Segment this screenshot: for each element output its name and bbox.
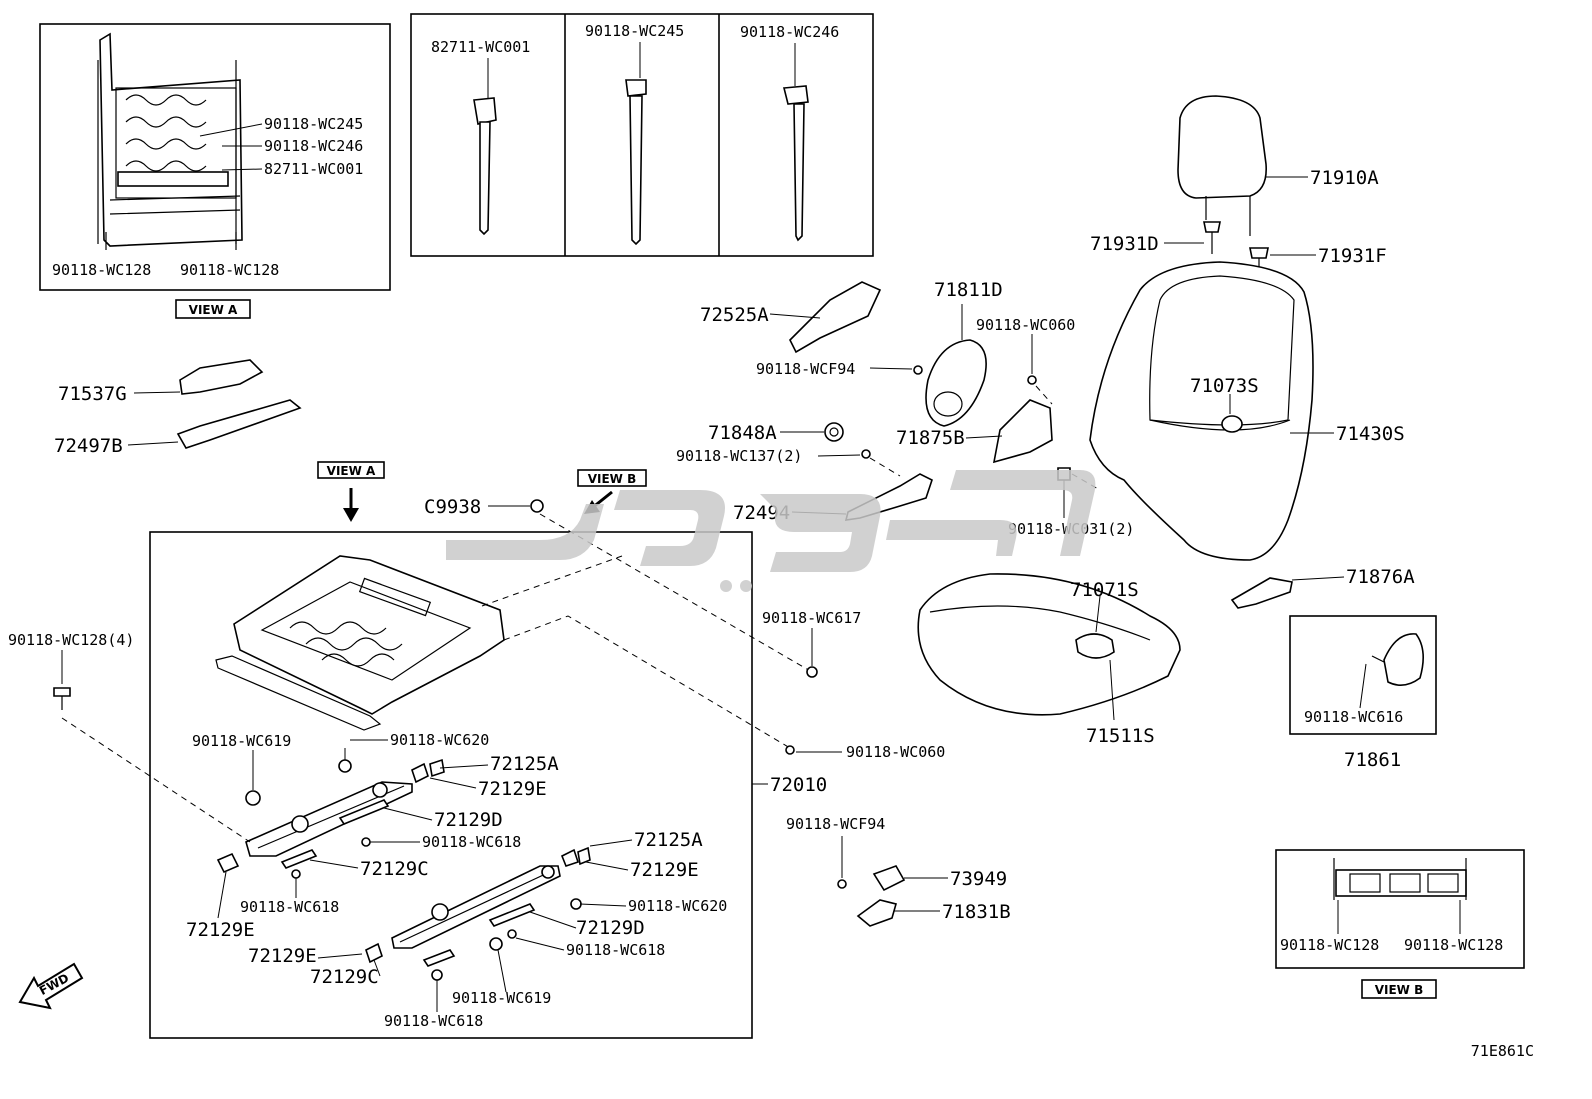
part-wc060-b: 90118-WC060	[785, 743, 945, 761]
label-va-wc245: 90118-WC245	[264, 115, 363, 133]
svg-text:90118-WCF94: 90118-WCF94	[786, 815, 885, 833]
view-a-inset-tag: VIEW A	[175, 299, 251, 319]
label-va-wc001: 82711-WC001	[264, 160, 363, 178]
svg-text:71861: 71861	[1344, 749, 1401, 771]
label-va-wc246: 90118-WC246	[264, 137, 363, 155]
label-box-wc245: 90118-WC245	[585, 22, 684, 40]
svg-text:VIEW B: VIEW B	[1375, 983, 1424, 997]
part-71876a: 71876A	[1230, 566, 1415, 609]
part-73949: 73949	[872, 865, 1007, 892]
part-wc617: 90118-WC617	[762, 609, 861, 678]
view-a-arrow: VIEW A	[317, 461, 385, 522]
svg-text:71910A: 71910A	[1310, 167, 1379, 189]
label-72129e-2: 72129E	[186, 919, 255, 941]
part-wcf94-a: 90118-WCF94	[756, 360, 923, 378]
view-b-inset-tag: VIEW B	[1361, 979, 1437, 999]
part-71430s-seatback: 71073S 71430S	[1089, 261, 1405, 561]
svg-text:90118-WC128: 90118-WC128	[1404, 936, 1503, 954]
label-wc619-b: 90118-WC619	[452, 989, 551, 1007]
part-72525a: 72525A	[700, 281, 882, 354]
label-72129e-3: 72129E	[630, 859, 699, 881]
svg-text:71811D: 71811D	[934, 279, 1003, 301]
label-wc618-b: 90118-WC618	[240, 898, 339, 916]
label-wc618-c: 90118-WC618	[566, 941, 665, 959]
label-wc618-a: 90118-WC618	[422, 833, 521, 851]
svg-text:VIEW A: VIEW A	[189, 303, 238, 317]
label-box-wc001: 82711-WC001	[431, 38, 530, 56]
svg-text:90118-WC617: 90118-WC617	[762, 609, 861, 627]
svg-text:72525A: 72525A	[700, 304, 769, 326]
svg-text:90118-WC060: 90118-WC060	[976, 316, 1075, 334]
part-71811d: 71811D	[925, 279, 1003, 427]
label-72129e-1: 72129E	[478, 778, 547, 800]
view-a-inset: 90118-WC245 90118-WC246 82711-WC001 9011…	[39, 23, 391, 291]
label-72129c-1: 72129C	[360, 858, 429, 880]
label-72129d-1: 72129D	[434, 809, 503, 831]
label-box-wc246: 90118-WC246	[740, 23, 839, 41]
label-72125a-1: 72125A	[490, 753, 559, 775]
label-72129c-2: 72129C	[310, 966, 379, 988]
svg-text:71831B: 71831B	[942, 901, 1011, 923]
part-wc137: 90118-WC137(2)	[676, 447, 901, 477]
svg-text:71931F: 71931F	[1318, 245, 1387, 267]
svg-text:71430S: 71430S	[1336, 423, 1405, 445]
svg-text:71071S: 71071S	[1070, 579, 1139, 601]
svg-text:71931D: 71931D	[1090, 233, 1159, 255]
part-71931d: 71931D	[1090, 221, 1221, 255]
diagram-code: 71E861C	[1471, 1042, 1534, 1060]
fwd-arrow: FWD	[18, 962, 84, 1010]
label-72125a-2: 72125A	[634, 829, 703, 851]
svg-text:VIEW B: VIEW B	[588, 472, 637, 486]
part-71875b: 71875B	[896, 399, 1053, 464]
label-va-wc128-left: 90118-WC128	[52, 261, 151, 279]
part-wc128-bolt: 90118-WC128(4)	[8, 631, 251, 843]
label-va-wc128-right: 90118-WC128	[180, 261, 279, 279]
svg-text:71876A: 71876A	[1346, 566, 1415, 588]
svg-text:71073S: 71073S	[1190, 375, 1259, 397]
svg-text:73949: 73949	[950, 868, 1007, 890]
watermark-logo	[446, 470, 1096, 592]
part-wcf94-b: 90118-WCF94	[786, 815, 885, 889]
label-72010: 72010	[770, 774, 827, 796]
label-wc620-a: 90118-WC620	[390, 731, 489, 749]
part-71848a: 71848A	[708, 422, 844, 444]
svg-text:72497B: 72497B	[54, 435, 123, 457]
svg-text:90118-WCF94: 90118-WCF94	[756, 360, 855, 378]
part-72497b: 72497B	[54, 399, 302, 457]
label-wc620-b: 90118-WC620	[628, 897, 727, 915]
part-c9938: C9938	[424, 496, 544, 518]
part-wc060-a: 90118-WC060	[976, 316, 1075, 405]
label-wc128-4: 90118-WC128(4)	[8, 631, 134, 649]
label-wc618-d: 90118-WC618	[384, 1012, 483, 1030]
svg-text:90118-WC060: 90118-WC060	[846, 743, 945, 761]
part-71910a-headrest: 71910A	[1177, 95, 1379, 236]
svg-text:90118-WC616: 90118-WC616	[1304, 708, 1403, 726]
label-72129e-4: 72129E	[248, 945, 317, 967]
label-72129d-2: 72129D	[576, 917, 645, 939]
svg-text:90118-WC128: 90118-WC128	[1280, 936, 1379, 954]
svg-text:VIEW A: VIEW A	[327, 464, 376, 478]
svg-text:71875B: 71875B	[896, 427, 965, 449]
svg-text:71848A: 71848A	[708, 422, 777, 444]
part-71071s-cushion: 71071S 71511S	[917, 573, 1181, 747]
svg-text:71511S: 71511S	[1086, 725, 1155, 747]
clips-box: 82711-WC001 90118-WC245 90118-WC246	[410, 13, 874, 257]
part-71537g: 71537G	[58, 359, 264, 405]
svg-text:C9938: C9938	[424, 496, 481, 518]
view-b-inset: 90118-WC128 90118-WC128	[1275, 849, 1525, 969]
svg-text:71537G: 71537G	[58, 383, 127, 405]
part-71831b: 71831B	[856, 899, 1011, 927]
svg-text:90118-WC137(2): 90118-WC137(2)	[676, 447, 802, 465]
part-71861-inset: 90118-WC616 71861	[1289, 615, 1437, 771]
label-wc619-a: 90118-WC619	[192, 732, 291, 750]
seat-frame-assembly-box: 72010	[149, 531, 827, 1039]
